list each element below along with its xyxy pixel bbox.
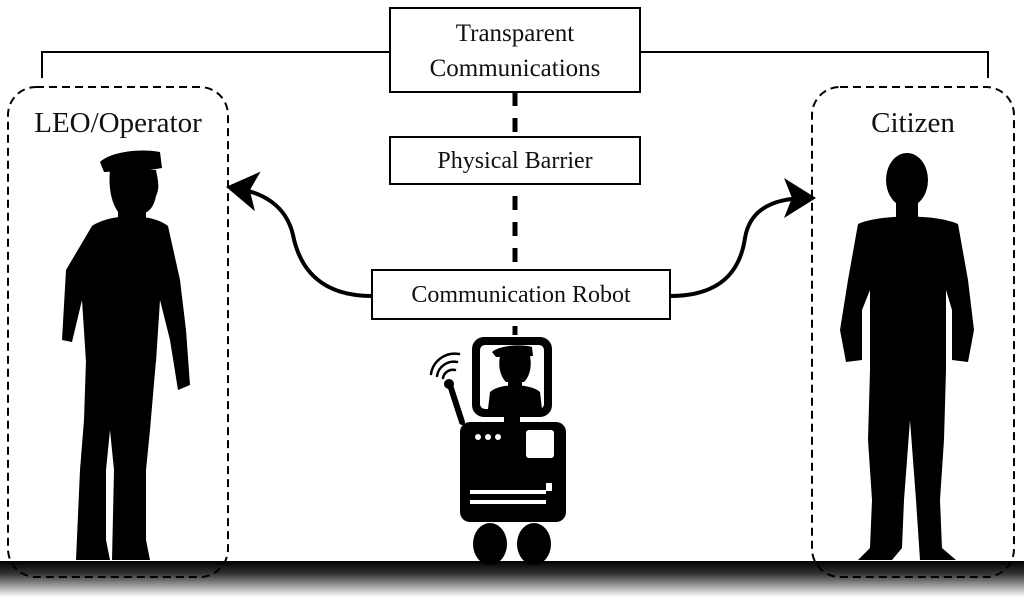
transparent-communications-box: Transparent Communications <box>389 7 641 93</box>
citizen-silhouette <box>840 153 974 560</box>
communication-robot-box: Communication Robot <box>371 269 671 320</box>
physical-barrier-box: Physical Barrier <box>389 136 641 185</box>
operator-label: LEO/Operator <box>34 107 202 139</box>
screen-officer-silhouette <box>488 345 542 409</box>
ground <box>0 561 1024 597</box>
arrow-to-operator <box>226 171 373 298</box>
communication-robot-label: Communication Robot <box>411 282 631 308</box>
transparent-bracket <box>41 51 989 78</box>
transparent-label-line1: Transparent <box>456 20 575 47</box>
citizen-label: Citizen <box>871 107 955 139</box>
physical-barrier-label: Physical Barrier <box>437 148 592 174</box>
arrow-to-citizen <box>669 178 816 298</box>
wifi-signal-icon <box>429 352 461 380</box>
transparent-label-line2: Communications <box>430 55 601 82</box>
communication-robot <box>429 337 566 565</box>
operator-frame: LEO/Operator <box>7 86 229 578</box>
citizen-frame: Citizen <box>811 86 1015 578</box>
police-officer-silhouette <box>62 150 190 560</box>
